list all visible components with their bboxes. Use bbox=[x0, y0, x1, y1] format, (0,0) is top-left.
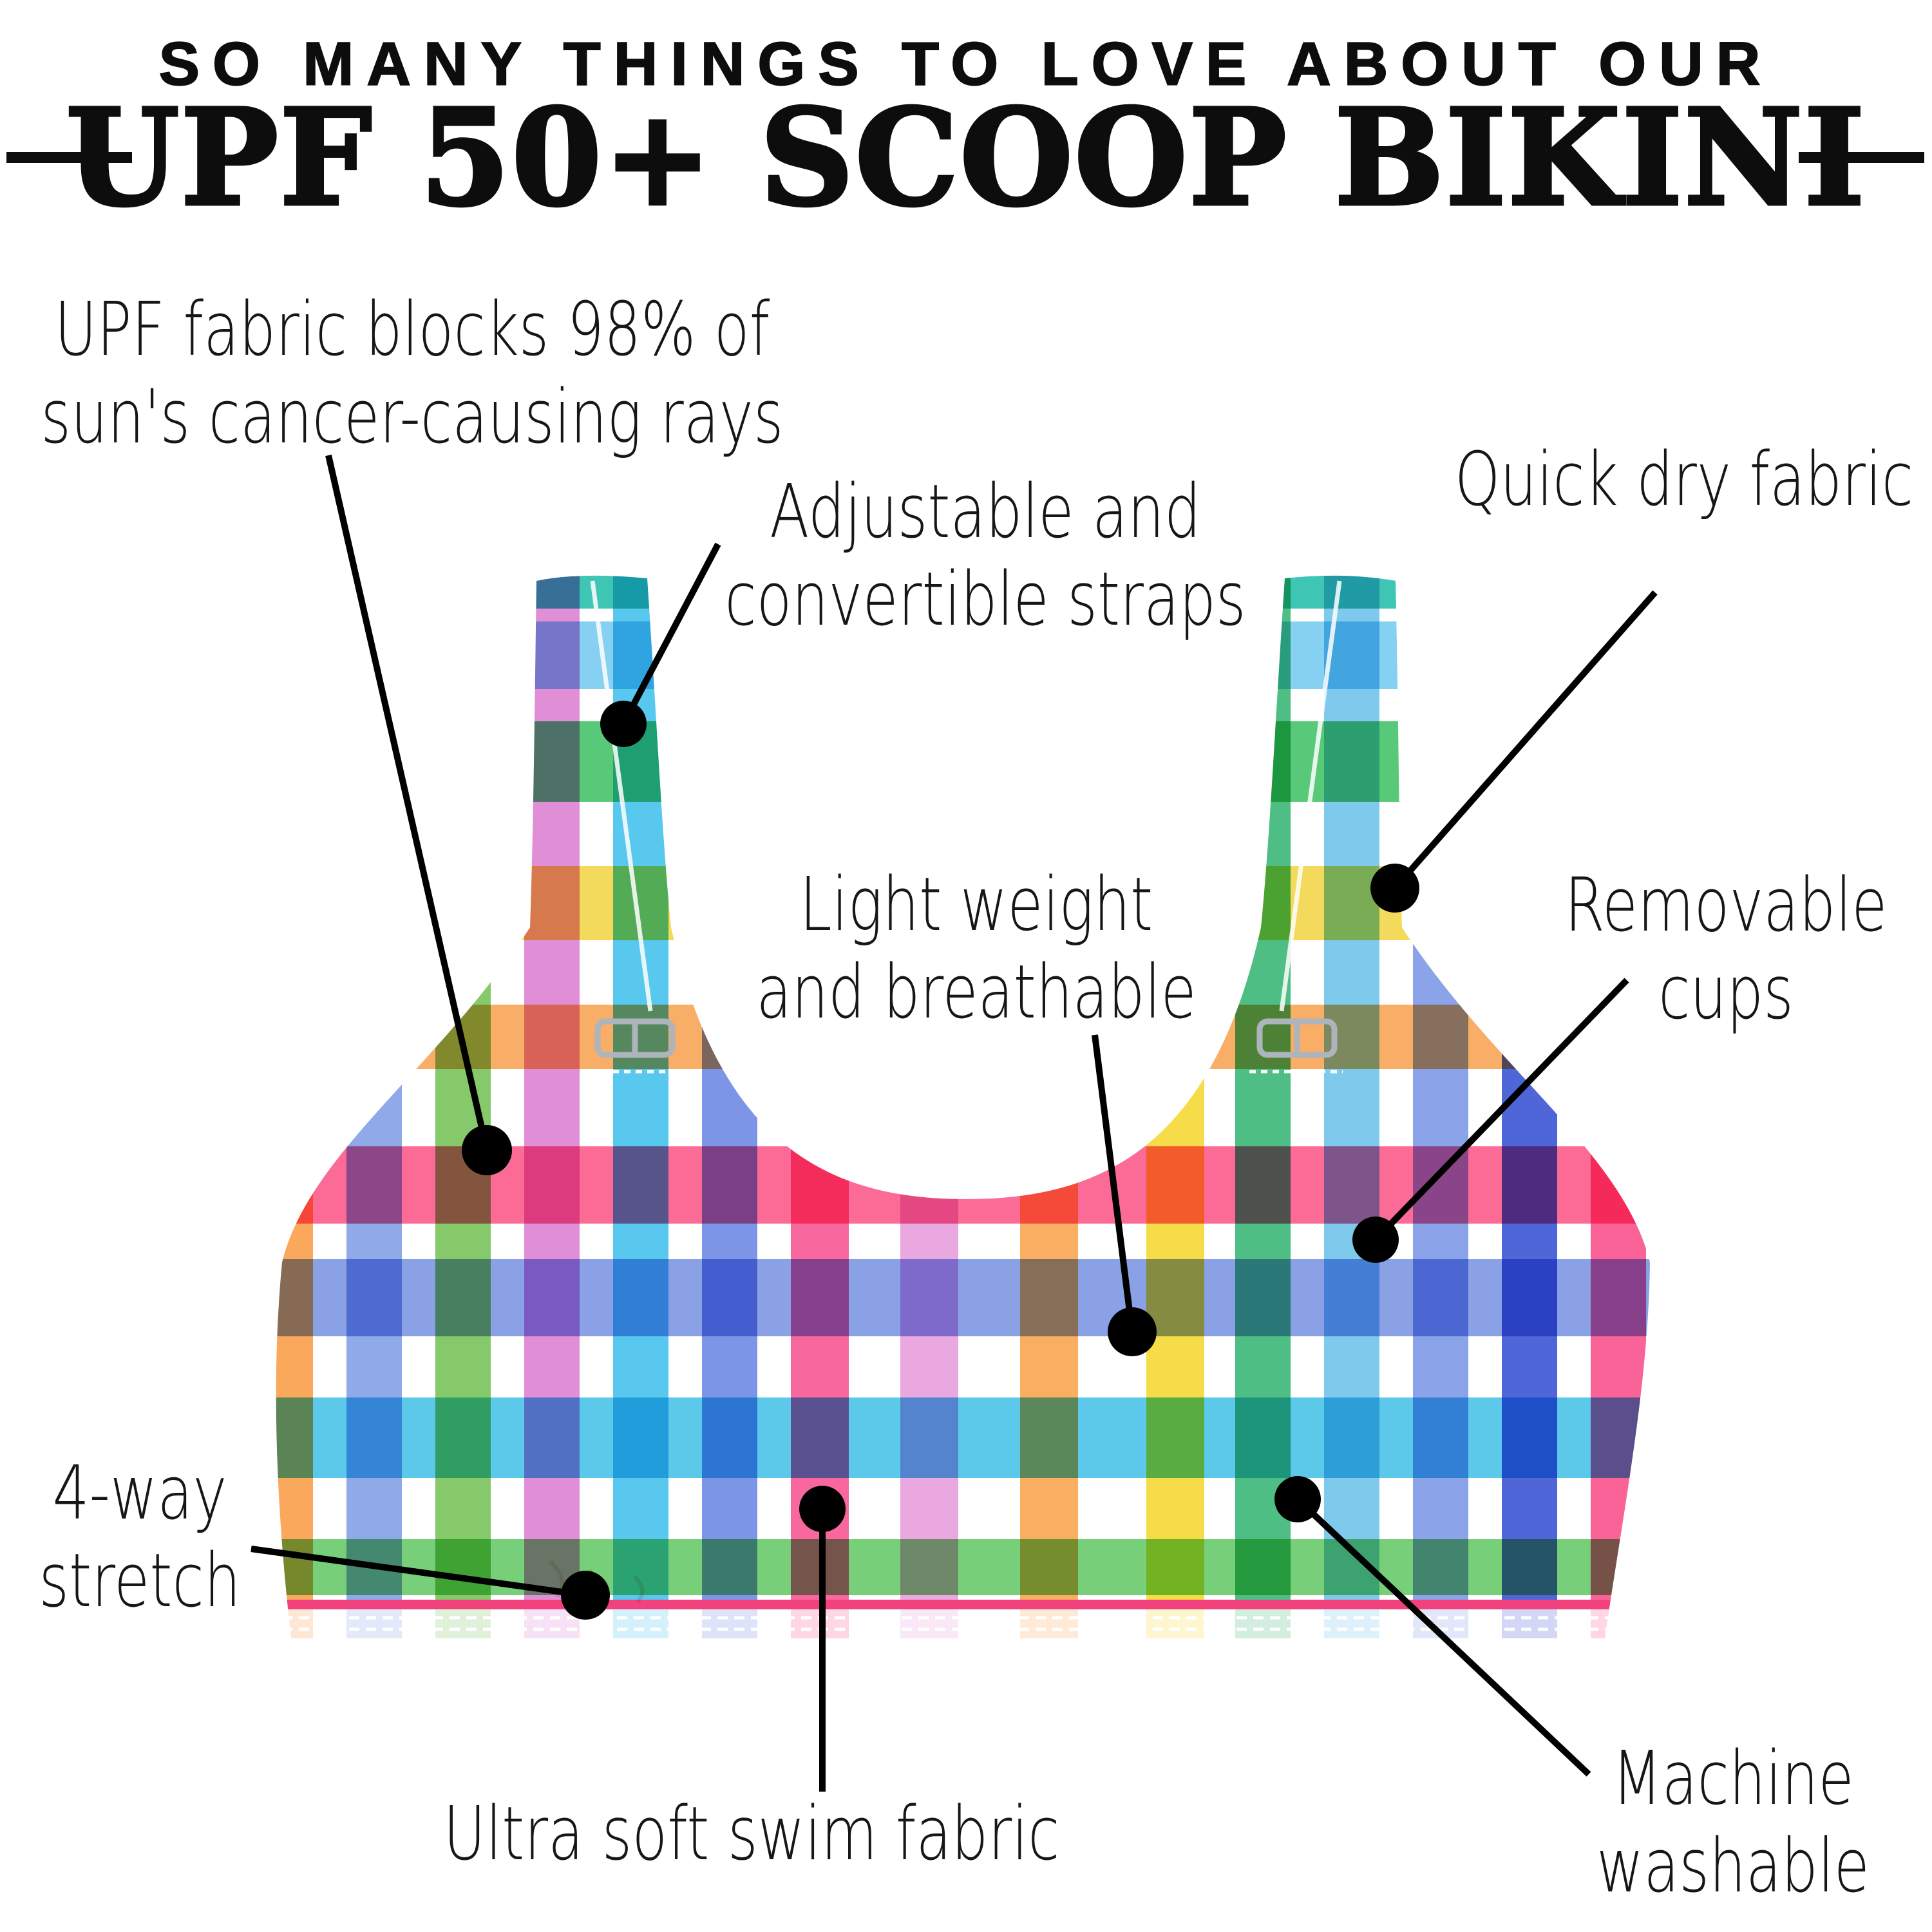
title-dash-left bbox=[6, 152, 132, 163]
right-strap-adjuster-icon bbox=[1256, 1018, 1338, 1058]
callout-quick-dry: Quick dry fabric bbox=[1455, 436, 1913, 524]
callout-line: Removable bbox=[1564, 862, 1888, 949]
gingham-row bbox=[276, 1397, 1650, 1478]
callout-4way-stretch: 4-way stretch bbox=[39, 1450, 240, 1625]
hem-pink-line bbox=[276, 1600, 1650, 1609]
leader-line-lightweight bbox=[1092, 1034, 1135, 1332]
callout-adjustable-straps: Adjustable and convertible straps bbox=[724, 468, 1245, 643]
callout-machine-washable: Machine washable bbox=[1596, 1735, 1870, 1910]
leader-line-adjustable bbox=[620, 542, 721, 726]
gingham-column bbox=[1020, 575, 1078, 1639]
title-dash-right bbox=[1799, 152, 1924, 163]
callout-lightweight: Light weight and breathable bbox=[756, 861, 1196, 1036]
callout-upf-fabric: UPF fabric blocks 98% of sun's cancer-ca… bbox=[41, 286, 783, 461]
gingham-row bbox=[276, 1146, 1650, 1224]
bikini-fabric bbox=[276, 575, 1650, 1639]
leader-dot-quick-dry bbox=[1370, 864, 1419, 913]
hem-white-band bbox=[276, 1609, 1650, 1638]
callout-line: 4-way bbox=[52, 1450, 227, 1537]
right-strap-seam bbox=[1279, 580, 1342, 1012]
callout-line: stretch bbox=[39, 1538, 241, 1624]
callout-line: Quick dry fabric bbox=[1454, 437, 1914, 523]
leader-line-removable-cups bbox=[1373, 978, 1629, 1242]
callout-line: washable bbox=[1596, 1823, 1870, 1909]
gingham-column bbox=[791, 575, 849, 1639]
leader-lines bbox=[251, 454, 1658, 1792]
gingham-column bbox=[1591, 575, 1646, 1639]
gingham-column bbox=[1324, 575, 1379, 1639]
callout-line: cups bbox=[1658, 950, 1794, 1036]
gingham-column bbox=[702, 575, 757, 1639]
leader-dot-machine-washable bbox=[1274, 1476, 1321, 1522]
callout-line: Adjustable and bbox=[770, 469, 1201, 555]
leader-dot-removable-cups bbox=[1352, 1217, 1399, 1263]
callout-line: convertible straps bbox=[724, 556, 1246, 643]
callout-line: Machine bbox=[1612, 1736, 1854, 1822]
gingham-column bbox=[900, 575, 958, 1639]
gingham-column bbox=[346, 575, 402, 1639]
callout-line: sun's cancer-causing rays bbox=[41, 374, 784, 460]
left-strap-adjuster-icon bbox=[594, 1018, 676, 1058]
leader-line-machine-washable bbox=[1295, 1497, 1591, 1777]
gingham-row bbox=[276, 1259, 1650, 1336]
leader-dot-adjustable bbox=[600, 701, 647, 747]
callout-removable-cups: Removable cups bbox=[1565, 862, 1888, 1037]
leader-line-4way-stretch bbox=[251, 1546, 586, 1598]
leader-dot-4way-stretch bbox=[561, 1571, 610, 1620]
gingham-column bbox=[1146, 575, 1204, 1639]
gingham-column bbox=[276, 575, 313, 1639]
leader-dots bbox=[462, 701, 1419, 1620]
pattern-columns bbox=[276, 575, 1646, 1639]
gingham-column bbox=[435, 575, 491, 1639]
callout-line: Light weight bbox=[799, 862, 1153, 948]
callout-line: UPF fabric blocks 98% of bbox=[54, 287, 770, 373]
callout-line: and breathable bbox=[756, 949, 1197, 1036]
page-title: UPF 50+ SCOOP BIKINI bbox=[64, 79, 1866, 238]
callout-line: Ultra soft swim fabric bbox=[443, 1791, 1060, 1877]
leader-dot-upf-fabric bbox=[462, 1125, 512, 1175]
header-eyebrow: SO MANY THINGS TO LOVE ABOUT OUR bbox=[158, 30, 1774, 99]
leader-line-upf-fabric bbox=[325, 454, 490, 1151]
leader-dot-lightweight bbox=[1108, 1307, 1157, 1356]
callout-ultra-soft: Ultra soft swim fabric bbox=[444, 1790, 1060, 1878]
leader-line-quick-dry bbox=[1392, 590, 1658, 891]
gingham-column bbox=[524, 575, 580, 1639]
gingham-column bbox=[1413, 575, 1468, 1639]
leader-dot-ultra-soft bbox=[799, 1486, 846, 1532]
gingham-row bbox=[276, 1539, 1650, 1595]
left-strap-seam bbox=[590, 580, 653, 1012]
